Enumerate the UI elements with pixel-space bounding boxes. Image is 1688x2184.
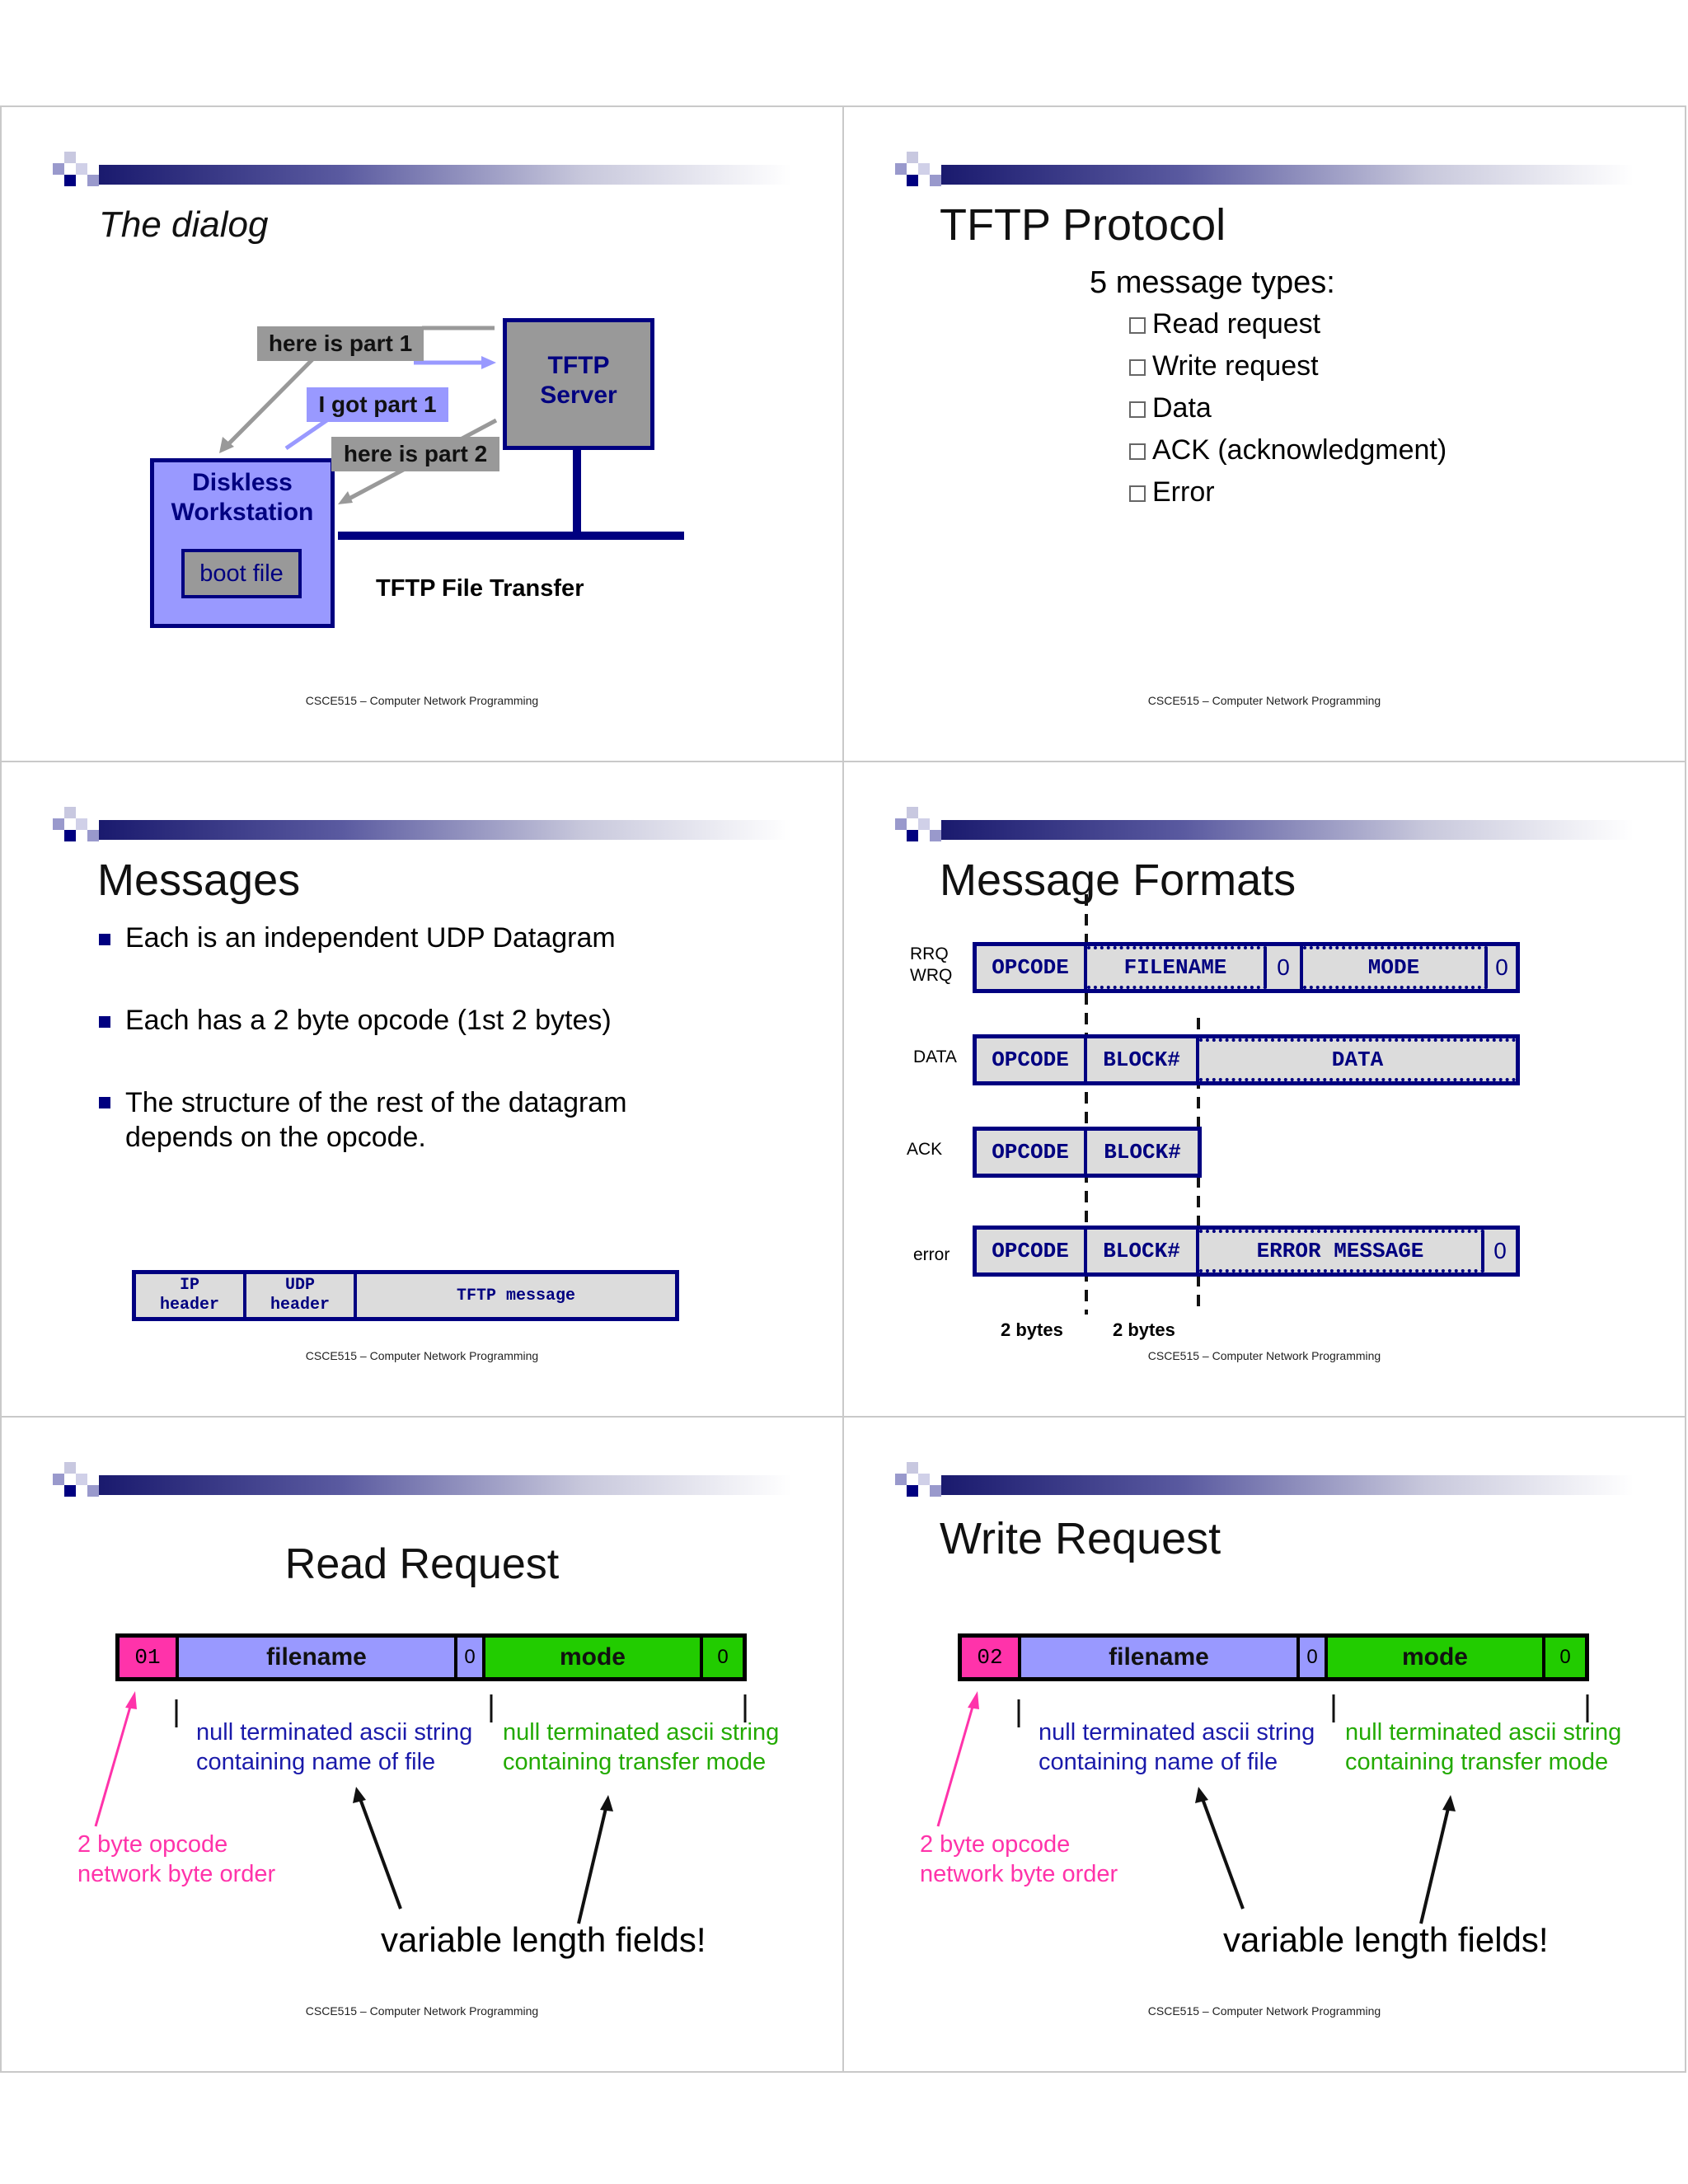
slide-footer: CSCE515 – Computer Network Programming [305,694,539,707]
filename-field: filename [179,1638,454,1677]
diagram-caption: TFTP File Transfer [376,575,584,602]
null-terminator: 0 [1267,946,1303,989]
packet-write-request: 02 filename 0 mode 0 [958,1633,1589,1681]
slide-footer: CSCE515 – Computer Network Programming [305,1349,539,1362]
dialog-arrows [219,326,684,540]
bullet-item: The structure of the rest of the datagra… [99,1085,669,1155]
annotation-arrows [94,1691,747,1924]
title-bar-decoration [53,152,795,188]
annotation-arrows [936,1691,1589,1924]
slide-title: The dialog [99,204,269,245]
block-number-field: BLOCK# [1104,1140,1181,1165]
boot-file-box: boot file [181,549,302,598]
tftp-server-label: TFTP Server [540,352,617,409]
opcode-annotation: 2 byte opcode network byte order [77,1831,276,1887]
datagram-diagram: IP header UDP header TFTP message [132,1270,679,1321]
list-item: Data [1129,392,1447,434]
slide-footer: CSCE515 – Computer Network Programming [1147,694,1381,707]
opcode-annotation: 2 byte opcode network byte order [920,1831,1118,1887]
slide-title: Message Formats [940,855,1296,905]
byte-boundary-dashes [1085,894,1200,1315]
mode-field: mode [1328,1638,1542,1677]
title-bar-decoration [895,1462,1637,1498]
error-message-field: ERROR MESSAGE [1199,1230,1484,1272]
ip-header-field: IP header [136,1274,246,1317]
slide-title: Messages [97,855,301,905]
slide-message-formats: Message Formats RRQ WRQ OPCODE FILENAME … [842,761,1686,1418]
slide-write-request: Write Request 02 filename 0 mode 0 null … [842,1416,1686,2073]
slide-footer: CSCE515 – Computer Network Programming [1147,2004,1381,2018]
slide-the-dialog: The dialog TFTP Server Diskless Workstat… [0,105,844,762]
slide-messages: Messages Each is an independent UDP Data… [0,761,844,1418]
filename-annotation: null terminated ascii string containing … [1039,1719,1315,1775]
slide-title: TFTP Protocol [940,200,1226,250]
opcode-field: OPCODE [977,1038,1087,1081]
mode-annotation: null terminated ascii string containing … [503,1719,780,1775]
subtitle: 5 message types: [1090,265,1335,300]
title-bar-decoration [895,152,1637,188]
diskless-workstation-label: Diskless Workstation [171,469,314,526]
packet-read-request: 01 filename 0 mode 0 [115,1633,747,1681]
opcode-field: 02 [962,1638,1018,1677]
format-row-data: OPCODE BLOCK# DATA [973,1034,1520,1085]
block-number-field: BLOCK# [1087,1230,1199,1272]
diskless-workstation-box [150,458,335,628]
null-terminator: 0 [1495,954,1508,980]
opcode-field: OPCODE [977,1131,1087,1174]
udp-header-field: UDP header [246,1274,357,1317]
filename-annotation: null terminated ascii string containing … [196,1719,473,1775]
mode-field: MODE [1303,946,1488,989]
bullet-item: Each has a 2 byte opcode (1st 2 bytes) [99,1003,612,1038]
tftp-message-field: TFTP message [357,1274,675,1317]
message-i-got-part-1: I got part 1 [307,387,448,422]
null-terminator: 0 [703,1638,743,1677]
slide-tftp-protocol: TFTP Protocol 5 message types: Read requ… [842,105,1686,762]
title-bar-decoration [53,807,795,843]
opcode-field: OPCODE [977,1230,1087,1272]
format-row-ack: OPCODE BLOCK# [973,1127,1202,1178]
mode-annotation: null terminated ascii string containing … [1345,1719,1622,1775]
data-field: DATA [1199,1038,1516,1081]
bytes-label-block: 2 bytes [1113,1319,1175,1340]
variable-length-note: variable length fields! [1223,1920,1549,1959]
null-terminator: 0 [1300,1638,1325,1677]
null-terminator: 0 [1493,1238,1507,1263]
null-terminator: 0 [1545,1638,1585,1677]
row-label-error: error [913,1245,950,1264]
filename-field: FILENAME [1087,946,1267,989]
row-label-ack: ACK [907,1140,943,1159]
slide-footer: CSCE515 – Computer Network Programming [1147,1349,1381,1362]
bytes-label-opcode: 2 bytes [1001,1319,1063,1340]
filename-field: filename [1021,1638,1296,1677]
variable-length-note: variable length fields! [381,1920,706,1959]
row-label-data: DATA [913,1047,957,1066]
message-type-list: Read request Write request Data ACK (ack… [1129,308,1447,518]
format-row-error: OPCODE BLOCK# ERROR MESSAGE 0 [973,1226,1520,1277]
slide-read-request: Read Request 01 filename 0 mode 0 null t… [0,1416,844,2073]
row-label-rrq-wrq: RRQ WRQ [910,944,953,985]
format-row-rrq: OPCODE FILENAME 0 MODE 0 [973,942,1520,993]
list-item: Write request [1129,350,1447,392]
title-bar-decoration [895,807,1637,843]
message-here-is-part-2: here is part 2 [331,437,499,471]
slide-title-text: Read Request [284,1540,560,1588]
opcode-field: OPCODE [977,946,1087,989]
slide-title: Write Request [940,1514,1221,1563]
list-item: ACK (acknowledgment) [1129,434,1447,476]
block-number-field: BLOCK# [1087,1038,1199,1081]
list-item: Read request [1129,308,1447,350]
opcode-field: 01 [120,1638,176,1677]
list-item: Error [1129,476,1447,518]
message-here-is-part-1: here is part 1 [257,326,424,361]
bullet-item: Each is an independent UDP Datagram [99,921,616,955]
slide-footer: CSCE515 – Computer Network Programming [305,2004,539,2018]
null-terminator: 0 [457,1638,482,1677]
mode-field: mode [485,1638,700,1677]
tftp-server-box [503,318,654,450]
title-bar-decoration [53,1462,795,1498]
